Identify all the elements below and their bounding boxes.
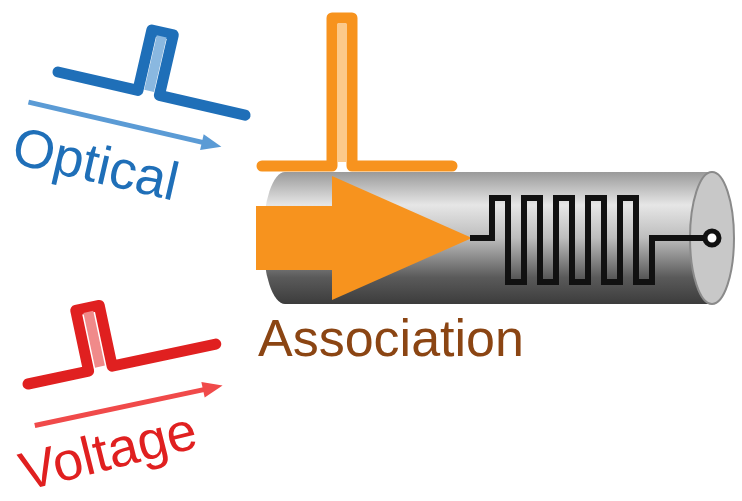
meander-resistor <box>470 198 704 282</box>
terminal-dot <box>705 231 719 245</box>
voltage-pulse <box>13 283 226 433</box>
cylinder-device <box>263 172 734 304</box>
voltage-label: Voltage <box>14 402 202 498</box>
association-pulse <box>262 18 452 166</box>
association-label: Association <box>258 312 524 364</box>
input-arrow <box>256 176 472 300</box>
